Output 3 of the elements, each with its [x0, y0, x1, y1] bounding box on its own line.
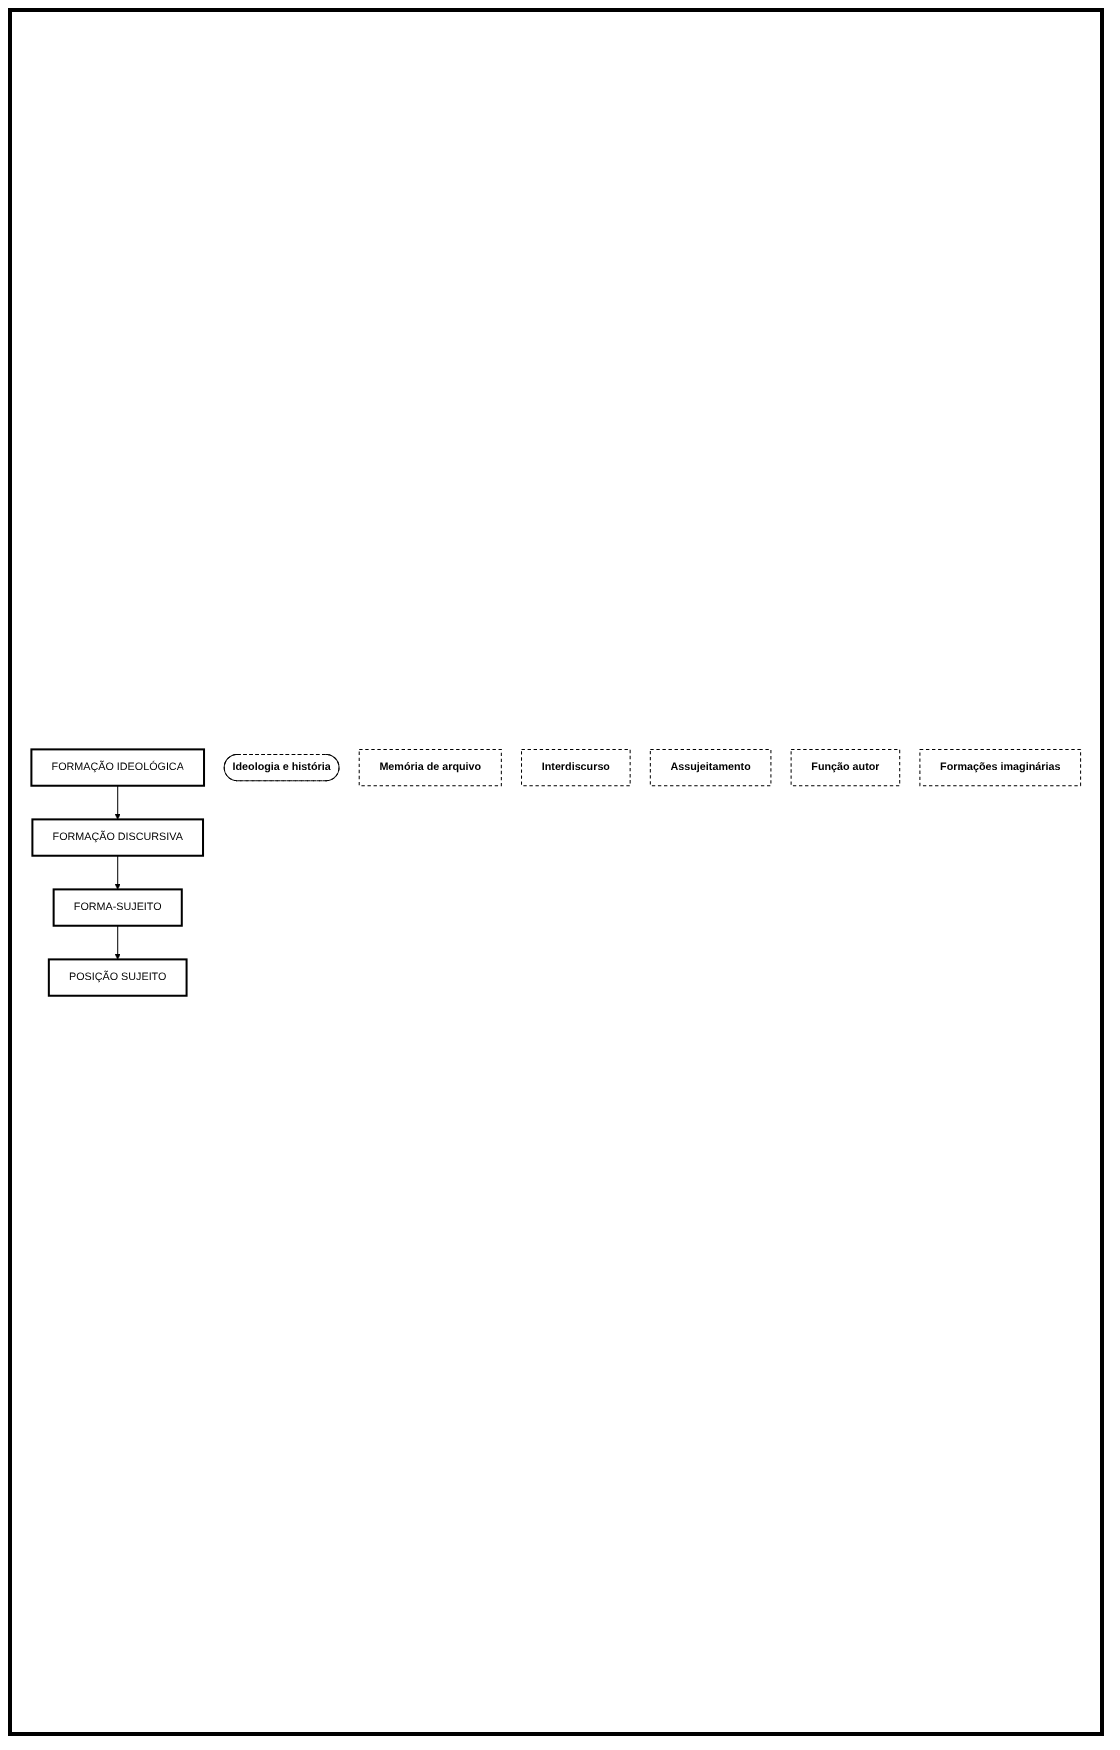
arrow [114, 784, 121, 820]
arrow [114, 924, 121, 960]
arrow [114, 854, 121, 890]
